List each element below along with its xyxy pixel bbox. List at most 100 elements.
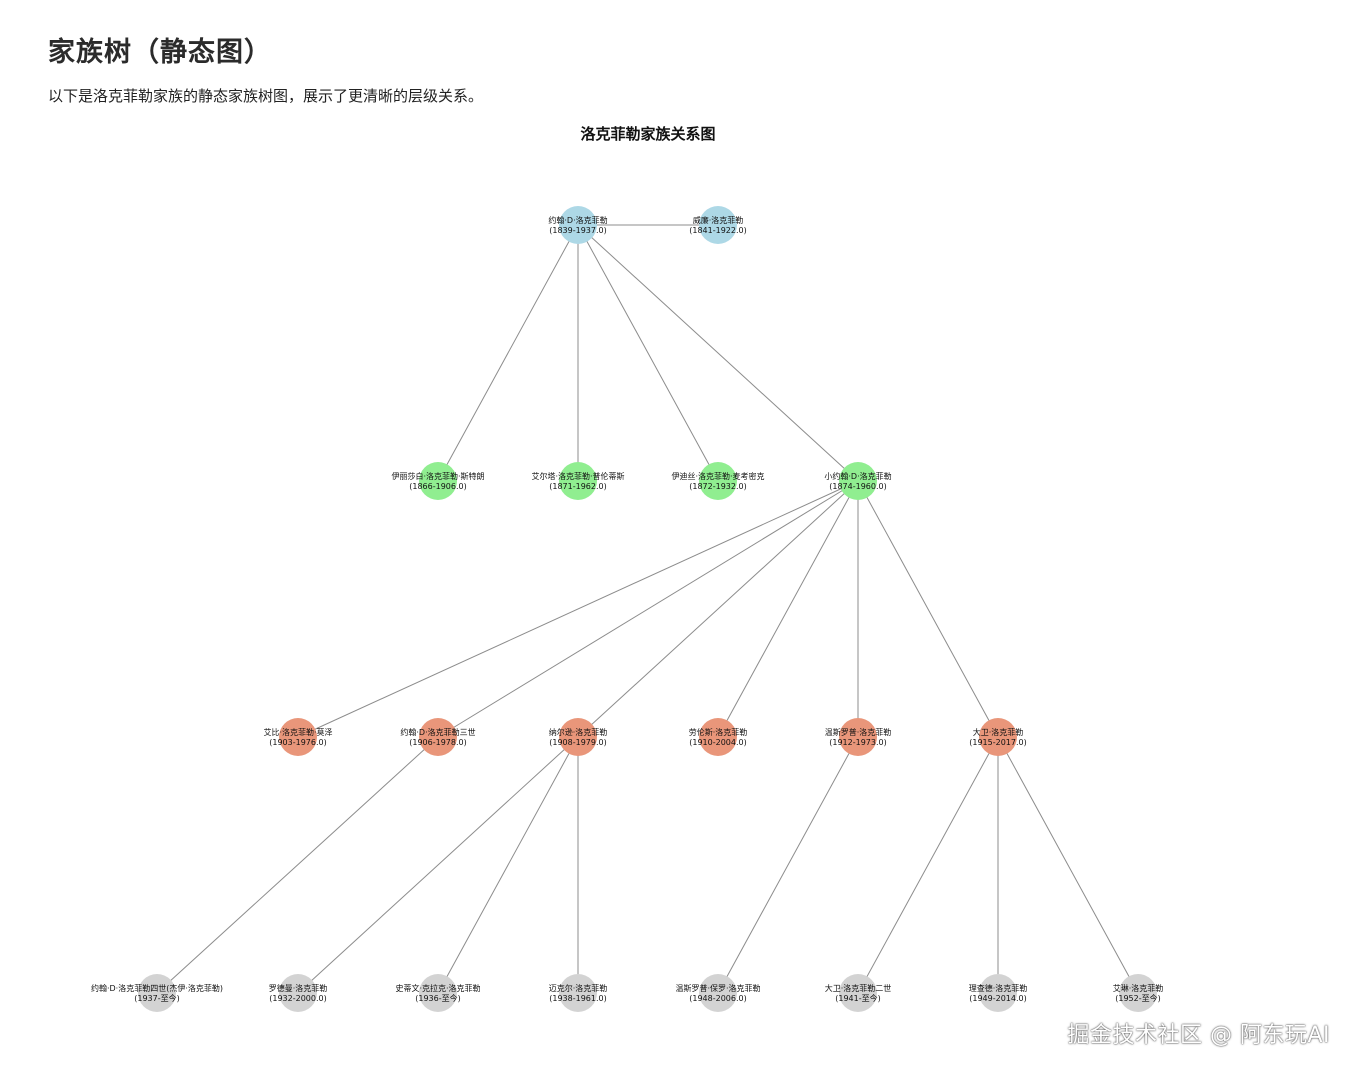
tree-edge	[857, 480, 999, 738]
node-name-label: 艾尔塔·洛克菲勒·普伦蒂斯	[531, 471, 624, 481]
node-circle	[419, 462, 457, 500]
node-name-label: 艾比·洛克菲勒·莫泽	[263, 727, 332, 737]
node-circle	[839, 462, 877, 500]
tree-node: 伊迪丝·洛克菲勒·麦考密克(1872-1932.0)	[671, 462, 765, 500]
node-name-label: 约翰·D·洛克菲勒四世(杰伊·洛克菲勒)	[91, 983, 223, 993]
tree-edge	[297, 480, 859, 738]
node-name-label: 迈克尔·洛克菲勒	[549, 983, 608, 993]
node-years-label: (1872-1932.0)	[689, 482, 746, 491]
node-circle	[419, 718, 457, 756]
node-years-label: (1952-至今)	[1115, 993, 1161, 1003]
node-circle	[559, 718, 597, 756]
node-years-label: (1915-2017.0)	[969, 738, 1026, 747]
tree-edge	[297, 736, 579, 994]
tree-node: 温斯罗普·保罗·洛克菲勒(1948-2006.0)	[675, 974, 761, 1012]
node-years-label: (1936-至今)	[415, 993, 461, 1003]
page-description: 以下是洛克菲勒家族的静态家族树图，展示了更清晰的层级关系。	[48, 87, 484, 105]
node-name-label: 温斯罗普·保罗·洛克菲勒	[675, 983, 760, 993]
node-circle	[1119, 974, 1157, 1012]
node-years-label: (1941-至今)	[835, 993, 881, 1003]
node-years-label: (1874-1960.0)	[829, 482, 886, 491]
tree-node: 罗德曼·洛克菲勒(1932-2000.0)	[269, 974, 328, 1012]
node-circle	[138, 974, 176, 1012]
tree-node: 小约翰·D·洛克菲勒(1874-1960.0)	[824, 462, 892, 500]
node-name-label: 温斯罗普·洛克菲勒	[825, 727, 892, 737]
tree-edge	[717, 480, 859, 738]
tree-node: 史蒂文·克拉克·洛克菲勒(1936-至今)	[395, 974, 481, 1012]
tree-node: 艾尔塔·洛克菲勒·普伦蒂斯(1871-1962.0)	[531, 462, 625, 500]
tree-edge	[857, 736, 999, 994]
node-name-label: 艾琳·洛克菲勒	[1113, 983, 1164, 993]
tree-edge	[437, 224, 579, 482]
node-years-label: (1948-2006.0)	[689, 994, 746, 1003]
node-name-label: 小约翰·D·洛克菲勒	[824, 471, 891, 481]
node-years-label: (1841-1922.0)	[689, 226, 746, 235]
node-name-label: 伊丽莎白·洛克菲勒·斯特朗	[391, 471, 484, 481]
node-name-label: 劳伦斯·洛克菲勒	[689, 727, 748, 737]
node-circle	[699, 718, 737, 756]
tree-edge	[577, 480, 859, 738]
tree-node: 温斯罗普·洛克菲勒(1912-1973.0)	[825, 718, 892, 756]
tree-edge	[577, 224, 719, 482]
node-circle	[979, 718, 1017, 756]
node-name-label: 理查德·洛克菲勒	[969, 983, 1028, 993]
node-circle	[279, 974, 317, 1012]
node-years-label: (1932-2000.0)	[269, 994, 326, 1003]
node-circle	[559, 462, 597, 500]
node-name-label: 约翰·D·洛克菲勒三世	[400, 727, 475, 737]
node-circle	[559, 206, 597, 244]
tree-node: 艾琳·洛克菲勒(1952-至今)	[1113, 974, 1164, 1012]
watermark: 掘金技术社区 @ 阿东玩AI	[1067, 1023, 1330, 1048]
page-title: 家族树（静态图）	[48, 37, 272, 68]
tree-node: 威廉·洛克菲勒(1841-1922.0)	[689, 206, 747, 244]
node-years-label: (1910-2004.0)	[689, 738, 746, 747]
edges-layer	[156, 224, 1139, 994]
node-circle	[839, 974, 877, 1012]
tree-node: 大卫·洛克菲勒(1915-2017.0)	[969, 718, 1027, 756]
tree-edge	[577, 224, 859, 482]
tree-node: 约翰·D·洛克菲勒四世(杰伊·洛克菲勒)(1937-至今)	[91, 974, 223, 1012]
node-circle	[419, 974, 457, 1012]
node-years-label: (1906-1978.0)	[409, 738, 466, 747]
node-name-label: 伊迪丝·洛克菲勒·麦考密克	[671, 471, 764, 481]
node-years-label: (1839-1937.0)	[549, 226, 606, 235]
tree-node: 纳尔逊·洛克菲勒(1908-1979.0)	[549, 718, 608, 756]
node-name-label: 史蒂文·克拉克·洛克菲勒	[395, 983, 480, 993]
node-name-label: 罗德曼·洛克菲勒	[269, 983, 328, 993]
node-years-label: (1937-至今)	[134, 993, 180, 1003]
tree-edge	[156, 736, 439, 994]
node-years-label: (1871-1962.0)	[549, 482, 606, 491]
node-name-label: 威廉·洛克菲勒	[693, 215, 744, 225]
node-name-label: 大卫·洛克菲勒二世	[825, 983, 892, 993]
node-circle	[559, 974, 597, 1012]
tree-node: 劳伦斯·洛克菲勒(1910-2004.0)	[689, 718, 748, 756]
node-years-label: (1908-1979.0)	[549, 738, 606, 747]
tree-node: 约翰·D·洛克菲勒(1839-1937.0)	[548, 206, 608, 244]
node-years-label: (1866-1906.0)	[409, 482, 466, 491]
node-years-label: (1949-2014.0)	[969, 994, 1026, 1003]
node-years-label: (1912-1973.0)	[829, 738, 886, 747]
node-circle	[699, 974, 737, 1012]
tree-edge	[717, 736, 859, 994]
tree-node: 伊丽莎白·洛克菲勒·斯特朗(1866-1906.0)	[391, 462, 485, 500]
tree-node: 约翰·D·洛克菲勒三世(1906-1978.0)	[400, 718, 476, 756]
node-years-label: (1903-1976.0)	[269, 738, 326, 747]
tree-node: 迈克尔·洛克菲勒(1938-1961.0)	[549, 974, 608, 1012]
node-circle	[279, 718, 317, 756]
node-circle	[979, 974, 1017, 1012]
node-name-label: 约翰·D·洛克菲勒	[548, 215, 607, 225]
node-circle	[699, 206, 737, 244]
tree-node: 艾比·洛克菲勒·莫泽(1903-1976.0)	[263, 718, 333, 756]
node-name-label: 纳尔逊·洛克菲勒	[549, 727, 608, 737]
chart-title: 洛克菲勒家族关系图	[580, 125, 715, 143]
tree-edge	[997, 736, 1139, 994]
node-circle	[839, 718, 877, 756]
nodes-layer: 约翰·D·洛克菲勒(1839-1937.0) 威廉·洛克菲勒(1841-1922.…	[91, 206, 1163, 1012]
node-years-label: (1938-1961.0)	[549, 994, 606, 1003]
tree-edge	[437, 480, 859, 738]
node-name-label: 大卫·洛克菲勒	[973, 727, 1024, 737]
tree-node: 大卫·洛克菲勒二世(1941-至今)	[825, 974, 892, 1012]
tree-node: 理查德·洛克菲勒(1949-2014.0)	[969, 974, 1028, 1012]
tree-edge	[437, 736, 579, 994]
